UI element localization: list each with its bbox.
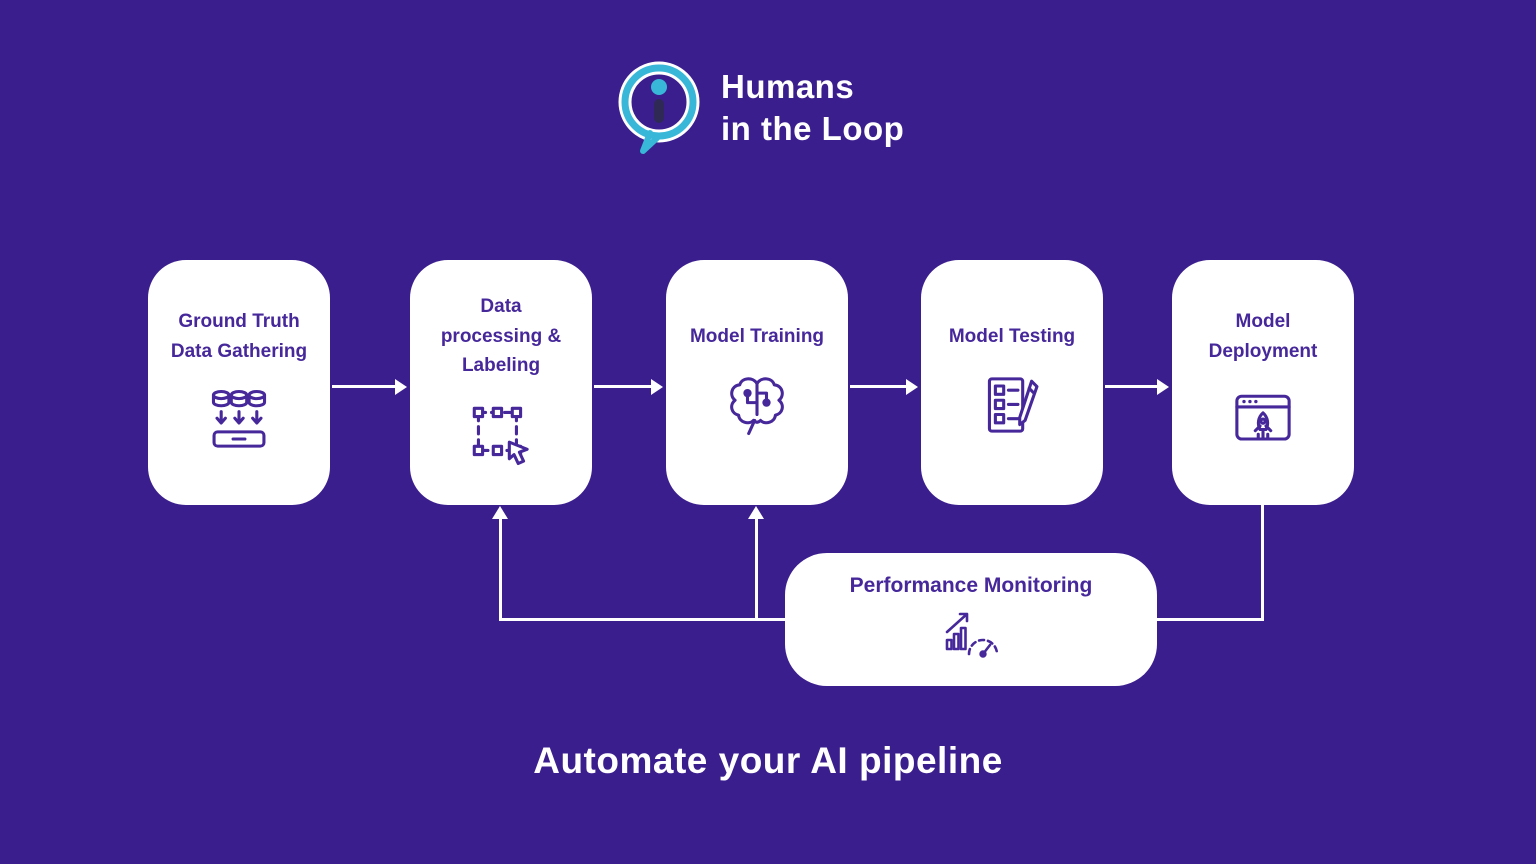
step-model-testing: Model Testing xyxy=(921,260,1103,505)
arrow-gathering-to-processing xyxy=(332,378,407,395)
humans-in-the-loop-logo: Humans in the Loop xyxy=(613,58,904,158)
logo-wordmark: Humans in the Loop xyxy=(721,66,904,150)
arrow-processing-to-training xyxy=(594,378,663,395)
tagline: Automate your AI pipeline xyxy=(533,740,1003,781)
monitoring-label: Performance Monitoring xyxy=(849,574,1093,597)
brain-circuit-icon xyxy=(719,367,795,443)
logo-line1: Humans xyxy=(721,67,855,105)
logo-icon xyxy=(613,58,705,158)
feedback-line-to-processing xyxy=(499,518,502,621)
rocket-browser-icon xyxy=(1225,382,1301,458)
feedback-line-horizontal-left xyxy=(499,618,789,621)
step-model-deployment: Model Deployment xyxy=(1172,260,1354,505)
feedback-line-horizontal-right xyxy=(1157,618,1264,621)
feedback-line-to-training xyxy=(755,518,758,621)
step-ground-truth-data-gathering: Ground Truth Data Gathering xyxy=(148,260,330,505)
step-label: Ground Truth Data Gathering xyxy=(170,311,308,362)
arrow-testing-to-deployment xyxy=(1105,378,1169,395)
step-model-training: Model Training xyxy=(666,260,848,505)
step-label: Model Testing xyxy=(948,325,1076,347)
deployment-to-monitoring-line xyxy=(1261,505,1264,621)
selection-cursor-icon xyxy=(463,397,539,473)
feedback-arrowhead-processing xyxy=(492,506,508,519)
feedback-arrowhead-training xyxy=(748,506,764,519)
step-label: Model Training xyxy=(689,325,825,347)
step-label: Data processing & Labeling xyxy=(440,296,562,377)
performance-monitoring-box: Performance Monitoring xyxy=(785,553,1157,686)
database-gathering-icon xyxy=(201,382,277,458)
step-label: Model Deployment xyxy=(1208,311,1318,362)
checklist-pencil-icon xyxy=(974,367,1050,443)
performance-gauge-icon xyxy=(939,602,1003,665)
logo-line2: in the Loop xyxy=(721,110,905,147)
step-data-processing-labeling: Data processing & Labeling xyxy=(410,260,592,505)
arrow-training-to-testing xyxy=(850,378,918,395)
